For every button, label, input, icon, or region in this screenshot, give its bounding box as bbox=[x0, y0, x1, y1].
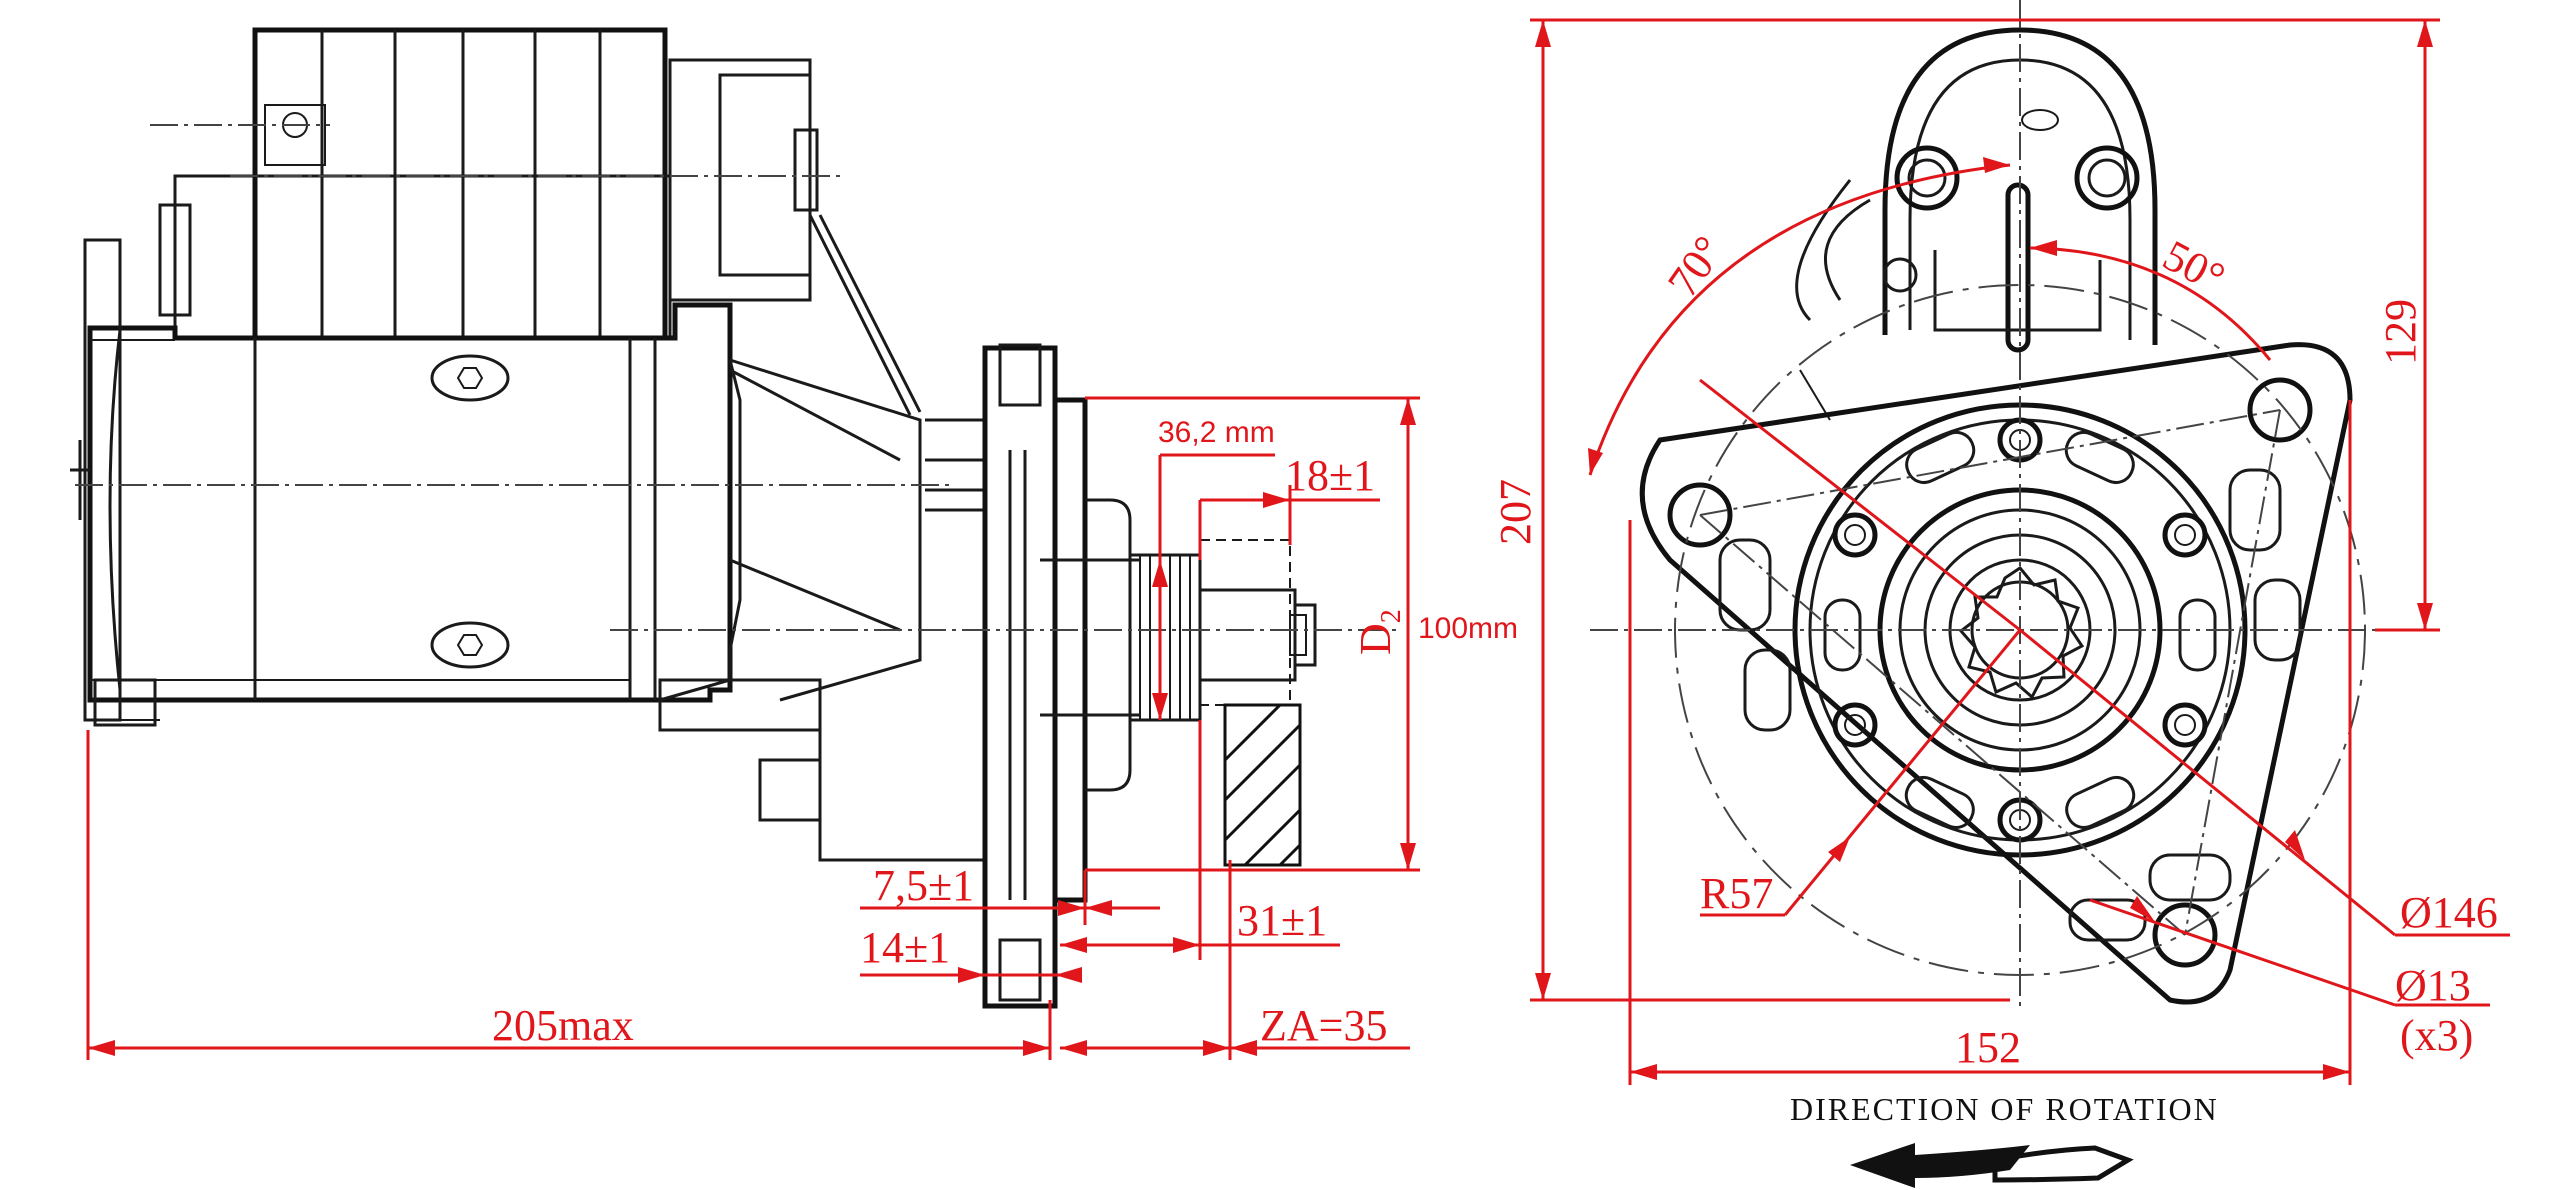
dim-height: 207 bbox=[1491, 479, 1540, 545]
dim-upper-height: 129 bbox=[2376, 299, 2425, 365]
dim-hole-diameter: Ø13 bbox=[2395, 961, 2471, 1010]
front-view bbox=[1590, 0, 2400, 1010]
rotation-indicator: DIRECTION OF ROTATION bbox=[1790, 1091, 2219, 1188]
rotation-arrow-icon bbox=[1850, 1143, 2030, 1188]
dim-za: ZA=35 bbox=[1260, 1001, 1387, 1050]
bolt-circle bbox=[1832, 417, 2208, 843]
mounting-flange bbox=[982, 343, 1140, 1009]
dim-d2-symbol: D2 bbox=[1351, 609, 1407, 655]
dim-d2-subscript: 2 bbox=[1376, 609, 1407, 623]
solenoid bbox=[158, 27, 922, 416]
dim-hole-count: (x3) bbox=[2400, 1011, 2473, 1060]
solenoid-cap bbox=[1795, 27, 2158, 421]
front-view-dimensions: 207 129 152 70° 50° R57 Ø146 bbox=[1491, 18, 2510, 1085]
dim-pinion-travel: 31±1 bbox=[1237, 896, 1327, 945]
front-pinion bbox=[1958, 565, 2085, 700]
dim-flange-thickness: 14±1 bbox=[860, 923, 950, 972]
motor-body bbox=[70, 238, 733, 727]
dim-pitch-circle: Ø146 bbox=[2400, 888, 2498, 937]
mounting-hole-top-right bbox=[2247, 377, 2313, 443]
triangular-flange bbox=[1639, 342, 2353, 1005]
dim-radius: R57 bbox=[1700, 869, 1773, 918]
dim-angle-left: 70° bbox=[1658, 227, 1733, 306]
dim-pinion-offset: 36,2 mm bbox=[1158, 416, 1275, 449]
dim-length-max: 205max bbox=[492, 1001, 634, 1050]
dim-angle-right: 50° bbox=[2155, 231, 2232, 303]
mounting-hole-bottom bbox=[2152, 902, 2218, 968]
drive-end-housing bbox=[658, 358, 987, 862]
rotation-caption: DIRECTION OF ROTATION bbox=[1790, 1091, 2219, 1127]
dim-flange-offset: 7,5±1 bbox=[873, 861, 974, 910]
dim-d2-letter: D bbox=[1351, 623, 1400, 655]
side-view-dimensions: 205max ZA=35 D2 100mm 36,2 mm 18±1 bbox=[86, 396, 1518, 1060]
dim-d2-value: 100mm bbox=[1418, 612, 1518, 645]
side-view bbox=[70, 27, 1400, 1009]
dim-pinion-width: 18±1 bbox=[1285, 451, 1375, 500]
mounting-hole-left bbox=[1667, 482, 1733, 548]
dim-width: 152 bbox=[1955, 1023, 2021, 1072]
